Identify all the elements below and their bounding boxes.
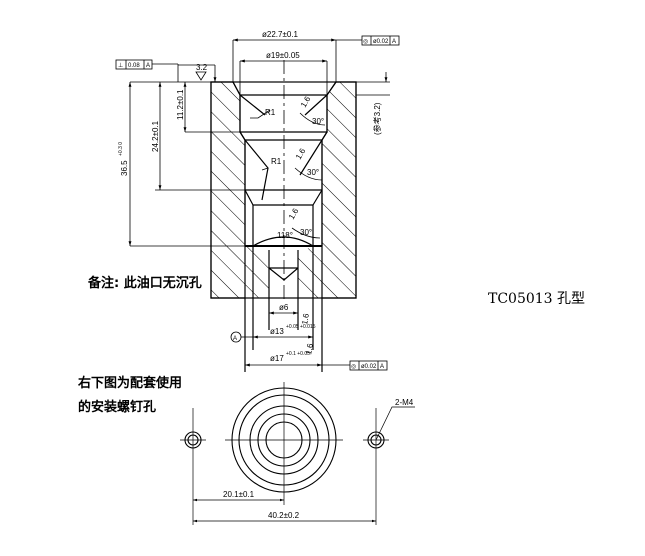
bottom-view	[180, 382, 415, 525]
hatch-bottom-left	[245, 246, 269, 298]
part-title: TC05013 孔型	[488, 291, 586, 307]
drill-tip	[252, 236, 314, 247]
roughness-5: 1.6	[304, 342, 315, 355]
section-view	[210, 60, 357, 372]
dim-angle-30-2: 30°	[307, 168, 319, 177]
dim-pitch-40-2: 40.2±0.2	[268, 511, 300, 520]
dim-angle-30-1: 30°	[312, 117, 324, 126]
datum-a-marker: A	[230, 331, 242, 343]
dim-depth-36-5: 36.5	[120, 160, 129, 176]
hatch-bottom-right	[298, 246, 322, 298]
svg-text:ø0.02: ø0.02	[361, 364, 377, 370]
dim-d22-7: ø22.7±0.1	[262, 30, 299, 39]
dim-r1-upper: R1	[265, 108, 276, 117]
dim-pitch-20-1: 20.1±0.1	[223, 490, 255, 499]
roughness-1: 1.6	[299, 94, 313, 109]
dim-r1-lower: R1	[271, 157, 282, 166]
svg-text:A: A	[380, 364, 384, 370]
svg-text:A: A	[146, 63, 150, 69]
dim-depth-36-5-tol: +0.3 0	[118, 142, 124, 156]
roughness-top: 3.2	[196, 63, 208, 72]
svg-text:A: A	[392, 39, 396, 45]
small-hole	[268, 250, 299, 330]
dim-angle-30-3: 30°	[300, 228, 312, 237]
perpendicularity-frame: ⊥ 0.08 A	[115, 59, 179, 82]
dim-d17: ø17	[270, 354, 284, 363]
companion-note-line1: 右下图为配套使用	[78, 376, 183, 391]
dim-d13-tol: +0.05 +0.015	[286, 324, 316, 330]
concentricity-frame-bottom: ◎ ø0.02 A	[349, 360, 388, 371]
dimension-text: ø22.7±0.1 ø19±0.05 11.2±0.1 24.2±0.1 36.…	[118, 30, 382, 363]
dim-d19: ø19±0.05	[266, 51, 300, 60]
dim-screw-m4: 2-M4	[395, 398, 414, 407]
concentricity-frame-top: ◎ ø0.02 A	[361, 35, 400, 46]
svg-text:◎: ◎	[351, 364, 356, 370]
svg-text:⊥: ⊥	[118, 62, 123, 69]
dim-depth-11-2: 11.2±0.1	[176, 89, 185, 120]
dimension-lines	[128, 38, 390, 367]
tolerance-frames: ⊥ 0.08 A ◎ ø0.02 A ◎ ø0.02 A A	[115, 35, 400, 371]
companion-note-line2: 的安装螺钉孔	[78, 400, 157, 415]
dim-d6: ø6	[279, 303, 289, 312]
svg-text:A: A	[233, 336, 237, 342]
dim-chamfer-note: (参考3.2)	[372, 102, 382, 135]
dim-d17-tol: +0.1 +0.05	[286, 351, 310, 357]
upper-bore	[232, 81, 337, 133]
svg-text:◎: ◎	[363, 39, 368, 45]
svg-text:ø0.02: ø0.02	[373, 39, 389, 45]
remark-note: 备注: 此油口无沉孔	[88, 276, 202, 291]
middle-bore	[244, 140, 323, 246]
roughness-2: 1.6	[294, 146, 308, 161]
roughness-4: 1.6	[300, 312, 311, 325]
svg-text:0.08: 0.08	[128, 63, 140, 69]
dim-drill-angle: 118°	[277, 231, 293, 240]
dim-d13: ø13	[270, 327, 284, 336]
lower-bore	[252, 205, 314, 350]
roughness-3: 1.6	[287, 206, 301, 221]
dim-depth-24-2: 24.2±0.1	[151, 120, 160, 152]
